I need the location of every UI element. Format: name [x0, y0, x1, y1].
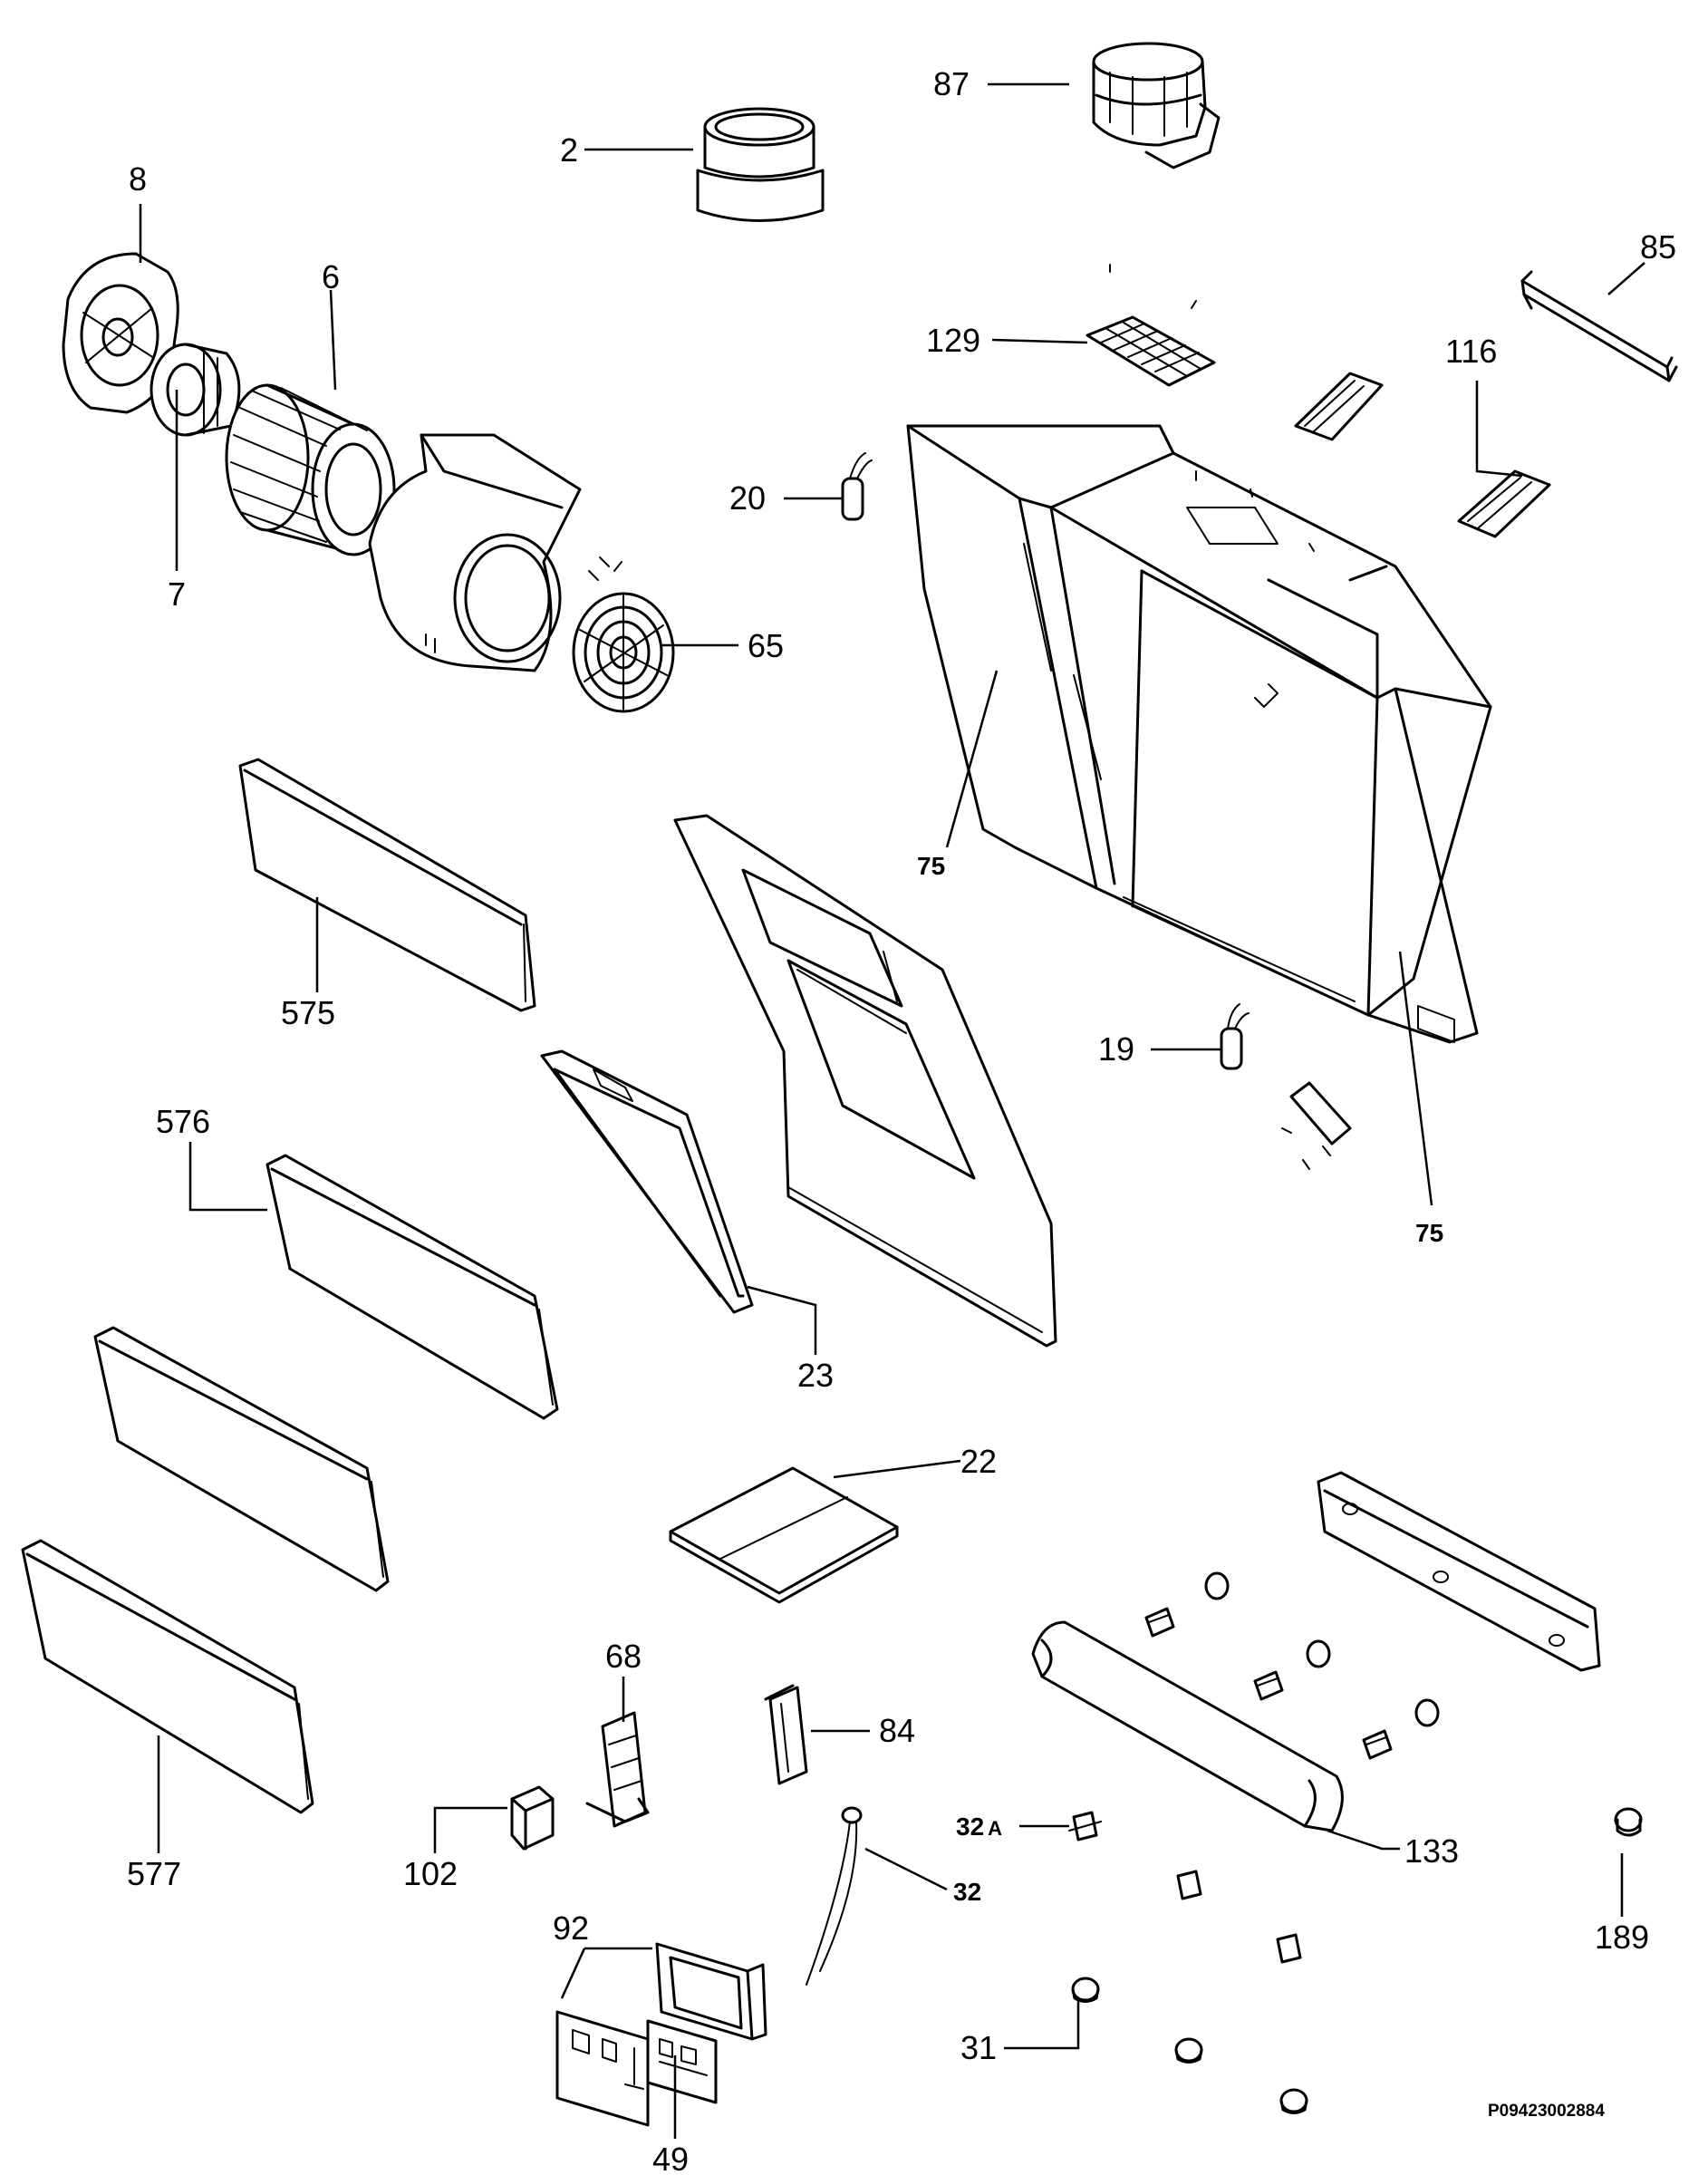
label-84: 84	[879, 1712, 915, 1749]
fascia-panel-lower	[93, 1326, 390, 1592]
label-92: 92	[553, 1909, 589, 1947]
part-87-duct-adapter	[1092, 42, 1221, 169]
control-plate	[1281, 1081, 1352, 1170]
part-68-switch-bracket	[585, 1711, 650, 1828]
label-2: 2	[560, 131, 578, 169]
part-102-relay	[510, 1785, 555, 1851]
label-7: 7	[168, 575, 186, 613]
part-129-grid	[1086, 264, 1216, 387]
lamp-holders	[1144, 1571, 1440, 1760]
part-8-motor-plate	[62, 252, 179, 414]
part-75-hood-body	[906, 424, 1492, 1044]
part-116-brackets	[1294, 372, 1551, 538]
part-6-blower-wheel	[225, 383, 396, 556]
part-133-light-bar	[1031, 1620, 1344, 1832]
label-31: 31	[960, 2029, 997, 2066]
label-32a-suffix: A	[988, 1817, 1002, 1840]
part-7-motor	[150, 343, 241, 437]
part-32a-clip	[1068, 1811, 1302, 1964]
label-133: 133	[1404, 1832, 1459, 1870]
label-65: 65	[748, 627, 784, 664]
part-2-round-connector	[696, 107, 825, 222]
front-panel	[673, 814, 1057, 1348]
label-116: 116	[1445, 333, 1497, 370]
blower-housing	[368, 433, 582, 672]
label-23: 23	[797, 1357, 834, 1394]
part-32-lamp	[806, 1806, 863, 1986]
label-20: 20	[729, 479, 766, 517]
leader-lines	[139, 82, 1645, 2139]
part-577-panel	[21, 1539, 314, 1814]
part-19-capacitor	[1220, 1003, 1250, 1070]
label-22: 22	[960, 1443, 997, 1480]
label-68: 68	[605, 1638, 642, 1675]
part-85-bracket	[1520, 270, 1678, 382]
label-49: 49	[652, 2141, 689, 2175]
part-labels: 2 87 8 6 7 85 129 116 20 65 75 75 575 57…	[127, 65, 1676, 2175]
part-65-grille	[572, 556, 675, 713]
label-577: 577	[127, 1855, 181, 1892]
part-84-lamp-cover	[764, 1684, 808, 1785]
part-23-grease-filter	[540, 1049, 754, 1314]
label-576: 576	[156, 1103, 210, 1140]
label-87: 87	[933, 65, 970, 102]
lamp-channel-upper	[1317, 1471, 1601, 1672]
label-189: 189	[1595, 1919, 1649, 1956]
label-32: 32	[953, 1878, 981, 1906]
label-8: 8	[129, 160, 147, 198]
label-32a-number: 32	[956, 1812, 984, 1841]
part-576-panel	[265, 1154, 559, 1420]
part-189-knob	[1614, 1807, 1643, 1837]
label-129: 129	[926, 322, 980, 359]
part-22-filter-pad	[669, 1466, 899, 1604]
part-20-capacitor	[841, 452, 873, 521]
part-92-control-frame	[655, 1942, 767, 2041]
label-75-right: 75	[1415, 1219, 1443, 1247]
part-49-control-board	[555, 2010, 718, 2127]
label-85: 85	[1640, 228, 1676, 266]
label-6: 6	[322, 258, 340, 295]
label-19: 19	[1098, 1030, 1134, 1068]
part-575-panel	[238, 758, 536, 1012]
part-31-knobs	[1071, 1977, 1308, 2114]
document-code: P09423002884	[1488, 2102, 1605, 2121]
label-575: 575	[281, 994, 335, 1031]
label-75-left: 75	[917, 852, 945, 880]
label-102: 102	[403, 1855, 458, 1892]
